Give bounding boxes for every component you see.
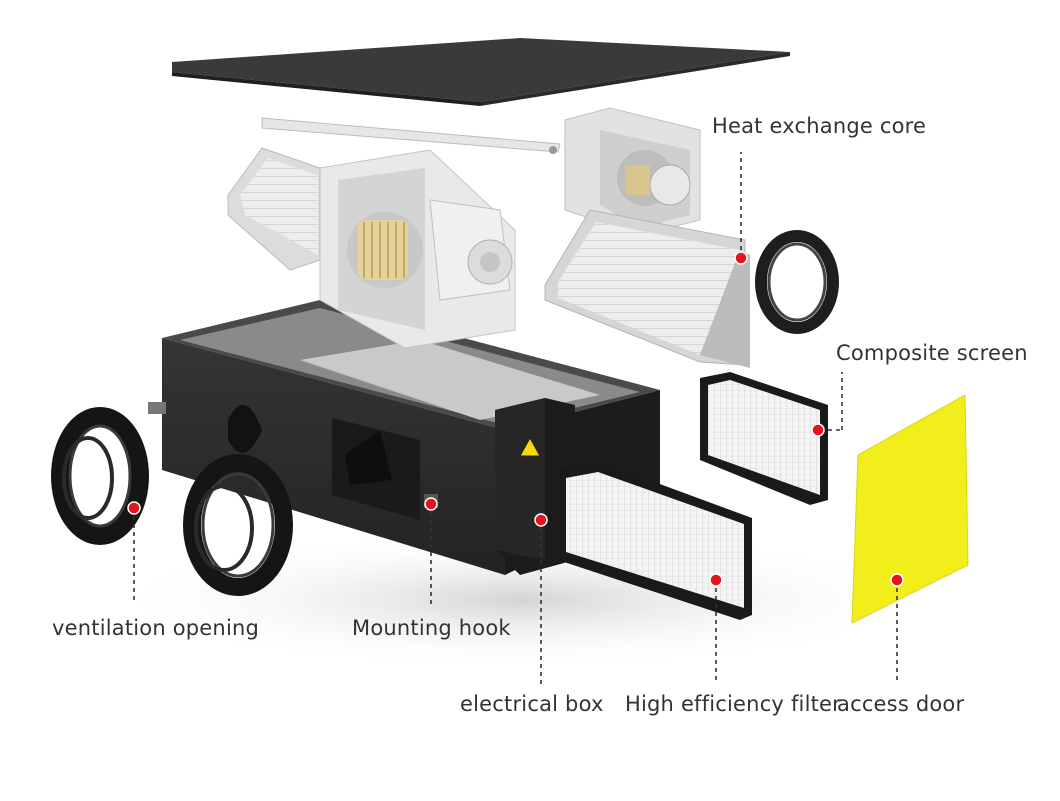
label-mounting-hook: Mounting hook [352, 616, 511, 640]
marker-ventilation-opening [127, 501, 141, 515]
leader-lines [133, 152, 898, 684]
front-fan-assembly [319, 149, 516, 349]
marker-composite-screen [811, 423, 825, 437]
marker-access-door [890, 573, 904, 587]
marker-mounting-hook [424, 497, 438, 511]
label-high-efficiency-filter: High efficiency filter [625, 692, 841, 716]
electrical-box-part [495, 398, 575, 575]
label-heat-exchange-core: Heat exchange core [712, 114, 927, 138]
label-ventilation-opening: ventilation opening [52, 616, 260, 640]
marker-high-efficiency-filter [709, 573, 723, 587]
ventilation-ring-left [51, 407, 149, 545]
support-rod [261, 117, 561, 154]
marker-electrical-box [534, 513, 548, 527]
marker-heat-exchange-core [734, 251, 748, 265]
label-composite-screen: Composite screen [836, 341, 1028, 365]
rear-fan-assembly [564, 107, 701, 236]
label-electrical-box: electrical box [460, 692, 604, 716]
top-cover-panel [172, 38, 790, 106]
composite-screen-part [700, 372, 828, 505]
label-access-door: access door [837, 692, 965, 716]
left-heat-exchange-module [227, 147, 321, 271]
side-duct-ring [755, 230, 839, 334]
access-door-panel [851, 394, 969, 624]
ventilation-ring-right [183, 454, 293, 596]
heat-exchange-core-module [544, 209, 750, 368]
callout-markers [127, 251, 904, 587]
high-efficiency-filter-part [558, 462, 752, 620]
